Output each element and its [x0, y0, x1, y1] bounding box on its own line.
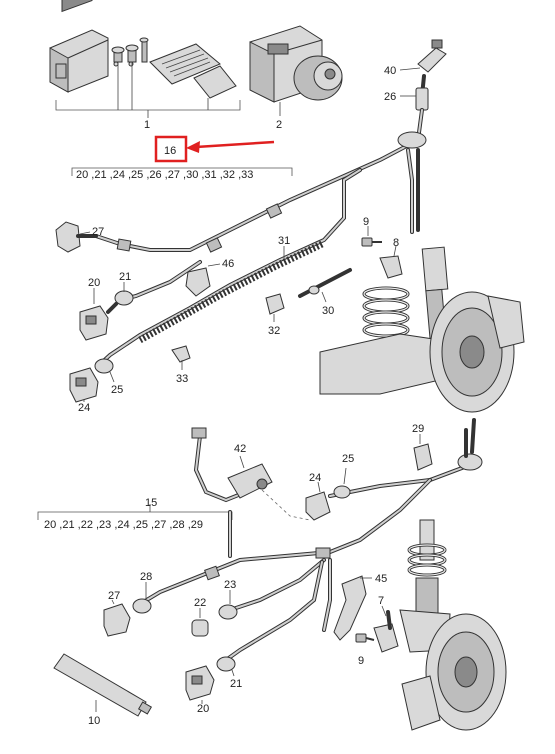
callout-31: 31 — [278, 235, 290, 247]
harness-connector-40 — [417, 39, 447, 98]
bolt-9-top — [361, 237, 382, 247]
callout-8: 8 — [393, 237, 399, 249]
callout-15: 15 — [145, 497, 157, 509]
callout-27-bottom: 27 — [108, 590, 120, 602]
highlight-arrow-head — [186, 141, 200, 153]
clip-33 — [171, 345, 191, 363]
holder-32 — [265, 293, 285, 315]
callout-9-top: 9 — [363, 216, 369, 228]
group-16-parts-list: 20 ,21 ,24 ,25 ,26 ,27 ,30 ,31 ,32 ,33 — [76, 169, 253, 181]
callout-46: 46 — [222, 258, 234, 270]
sensor-connector-24-top — [69, 367, 99, 403]
callout-25-top: 25 — [111, 384, 123, 396]
rear-suspension-assembly — [319, 246, 525, 413]
connector-25-top — [94, 358, 114, 374]
front-wiring-harness — [138, 478, 432, 662]
callout-23: 23 — [224, 579, 236, 591]
callout-1: 1 — [144, 119, 150, 131]
plug-22 — [191, 619, 209, 637]
callout-21-top: 21 — [119, 271, 131, 283]
callout-7: 7 — [378, 595, 384, 607]
callout-40: 40 — [384, 65, 396, 77]
speed-sensor-42 — [191, 427, 273, 503]
callout-9-bottom: 9 — [358, 655, 364, 667]
sensor-connector-24-bottom — [305, 491, 331, 521]
speed-sensor-7 — [373, 610, 399, 653]
callout-24-top: 24 — [78, 402, 90, 414]
sensor-connector-20-top — [79, 305, 109, 341]
clip-46 — [185, 267, 211, 297]
connector-27-top — [55, 221, 98, 253]
bracket-1 — [55, 100, 241, 111]
cable-tie-30 — [298, 268, 352, 298]
highlight-arrow-line — [195, 140, 275, 149]
callout-24-bottom: 24 — [309, 472, 321, 484]
bracket-16 — [71, 167, 293, 176]
highlight-box-16 — [154, 135, 188, 163]
connector-28 — [132, 598, 152, 614]
callout-42: 42 — [234, 443, 246, 455]
group-15-parts-list: 20 ,21 ,22 ,23 ,24 ,25 ,27 ,28 ,29 — [44, 519, 203, 531]
connector-23 — [218, 604, 238, 620]
grease-tube-10 — [53, 653, 153, 717]
bolt-9-bottom — [355, 633, 375, 643]
callout-30: 30 — [322, 305, 334, 317]
callout-33: 33 — [176, 373, 188, 385]
front-suspension-assembly — [399, 519, 507, 731]
callout-21-bottom: 21 — [230, 678, 242, 690]
speed-sensor-8 — [379, 255, 403, 279]
callout-45: 45 — [375, 573, 387, 585]
hydraulic-unit — [249, 25, 343, 103]
bracket-45 — [333, 575, 367, 641]
callout-29: 29 — [412, 423, 424, 435]
callout-32: 32 — [268, 325, 280, 337]
corrugated-sleeve-31 — [138, 240, 324, 344]
callout-10: 10 — [88, 715, 100, 727]
grommet-26 — [415, 87, 429, 111]
callout-25-bottom: 25 — [342, 453, 354, 465]
repair-instructions — [149, 43, 237, 99]
rear-wiring-harness — [94, 108, 427, 368]
callout-26: 26 — [384, 91, 396, 103]
callout-28: 28 — [140, 571, 152, 583]
abs-control-unit — [49, 0, 109, 93]
screw-set — [111, 37, 149, 67]
callout-22: 22 — [194, 597, 206, 609]
callout-27-top: 27 — [92, 226, 104, 238]
sensor-connector-27-bottom — [103, 603, 131, 637]
connector-21-top — [106, 290, 134, 314]
connector-21-bottom — [216, 656, 236, 672]
callout-20-bottom: 20 — [197, 703, 209, 715]
bracket-29 — [413, 443, 433, 471]
callout-16: 16 — [164, 145, 176, 157]
sensor-connector-20-bottom — [185, 665, 215, 701]
callout-20-top: 20 — [88, 277, 100, 289]
callout-2: 2 — [276, 119, 282, 131]
